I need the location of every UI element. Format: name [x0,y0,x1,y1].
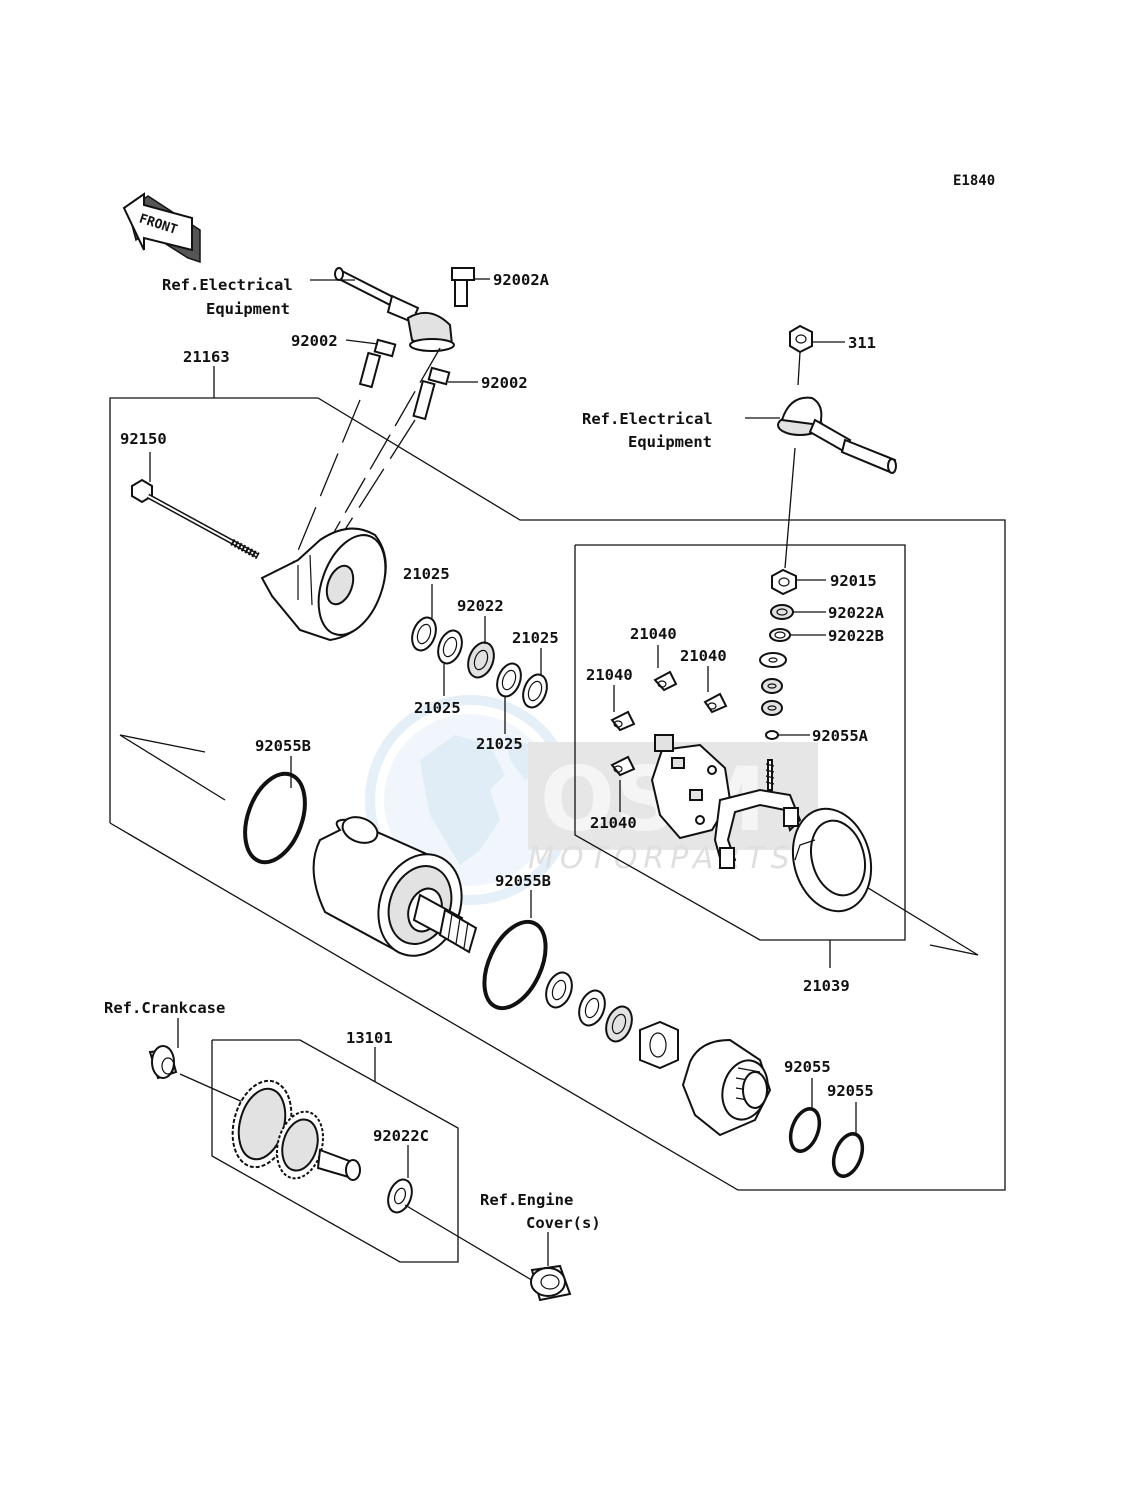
end-cover-top [260,527,387,642]
part-label-92002A: 92002A [493,271,550,289]
brush-21040-d [610,755,636,777]
washer-92022C [387,1178,413,1214]
washer-chain-2 [578,989,606,1027]
part-label-21025-b: 21025 [414,699,461,717]
washer-21025-a [411,616,437,652]
oring-92055A [765,730,779,740]
ref-engine-cover-line1: Ref.Engine [480,1191,573,1209]
top-cable [334,267,455,352]
bolt-92002-left [358,338,397,389]
terminal-bracket [713,759,802,869]
part-label-21040-d: 21040 [590,814,637,832]
part-label-21025-d: 21025 [512,629,559,647]
front-arrow-icon: FRONT [122,192,201,264]
part-label-92002-b: 92002 [481,374,528,392]
part-label-92022A: 92022A [828,604,885,622]
part-label-13101: 13101 [346,1029,393,1047]
ref-electrical-top-line1: Ref.Electrical [162,276,293,294]
bolt-92002A [451,267,475,307]
brush-21040-b [703,692,728,714]
engine-cover-bushing [530,1264,572,1302]
part-label-21040-c: 21040 [586,666,633,684]
part-label-21039: 21039 [803,977,850,995]
lock-plate [639,1020,679,1070]
right-cable [777,396,897,474]
brush-plate [650,734,732,840]
watermark-subtext: MOTORPARTS [528,841,796,876]
ref-electrical-top-line2: Equipment [206,300,290,318]
part-label-92022: 92022 [457,597,504,615]
part-label-92015: 92015 [830,572,877,590]
part-label-92055-b: 92055 [827,1082,874,1100]
front-cover [681,1038,772,1137]
oring-92055B-right [482,919,548,1011]
washer-92022 [467,641,495,679]
washer-21025-d [522,673,548,709]
part-label-21040-b: 21040 [680,647,727,665]
crankcase-bushing [148,1045,178,1080]
assembly-outline-13101 [211,1039,459,1263]
part-label-21163: 21163 [183,348,230,366]
washer-92022B [769,628,791,642]
nut-92015 [771,568,797,596]
part-label-92055B-left: 92055B [255,737,311,755]
part-label-92022B: 92022B [828,627,884,645]
yoke-cover [791,807,873,913]
nut-311 [789,324,813,354]
washer-chain-3 [605,1005,633,1043]
part-label-92055B-right: 92055B [495,872,551,890]
ref-engine-cover-line2: Cover(s) [526,1214,601,1232]
part-label-21025-c: 21025 [476,735,523,753]
long-bolt-92150 [131,478,260,560]
idle-gear-13101 [231,1079,361,1181]
oring-92055-a [788,1107,822,1153]
assembly-outline-21163 [109,397,1006,1191]
washer-21025-c [496,662,522,698]
washer-21025-b [437,629,463,665]
brush-21040-c [610,710,636,732]
oring-92055B-left [243,771,307,865]
washer-stack-3 [761,700,783,716]
part-label-21025-a: 21025 [403,565,450,583]
bolt-92002-right [412,366,451,421]
ref-electrical-right-line1: Ref.Electrical [582,410,713,428]
washer-chain-1 [545,971,573,1009]
oring-92055-b [831,1132,865,1178]
armature-shaft [412,893,478,954]
part-label-92055A: 92055A [812,727,869,745]
ref-electrical-right-line2: Equipment [628,433,712,451]
part-label-92002-a: 92002 [291,332,338,350]
part-label-311: 311 [848,334,876,352]
washer-stack-2 [761,678,783,694]
part-label-21040-a: 21040 [630,625,677,643]
assembly-outline-21039 [574,544,906,941]
part-label-92022C: 92022C [373,1127,429,1145]
part-label-92150: 92150 [120,430,167,448]
washer-92022A [770,604,794,620]
washer-stack-1 [759,652,787,668]
ref-crankcase: Ref.Crankcase [104,999,225,1017]
labels: Ref.Electrical Equipment 92002A 92002 92… [104,271,885,1232]
part-label-92055-a: 92055 [784,1058,831,1076]
diagram-code: E1840 [953,173,995,189]
brush-21040-a [653,670,678,692]
